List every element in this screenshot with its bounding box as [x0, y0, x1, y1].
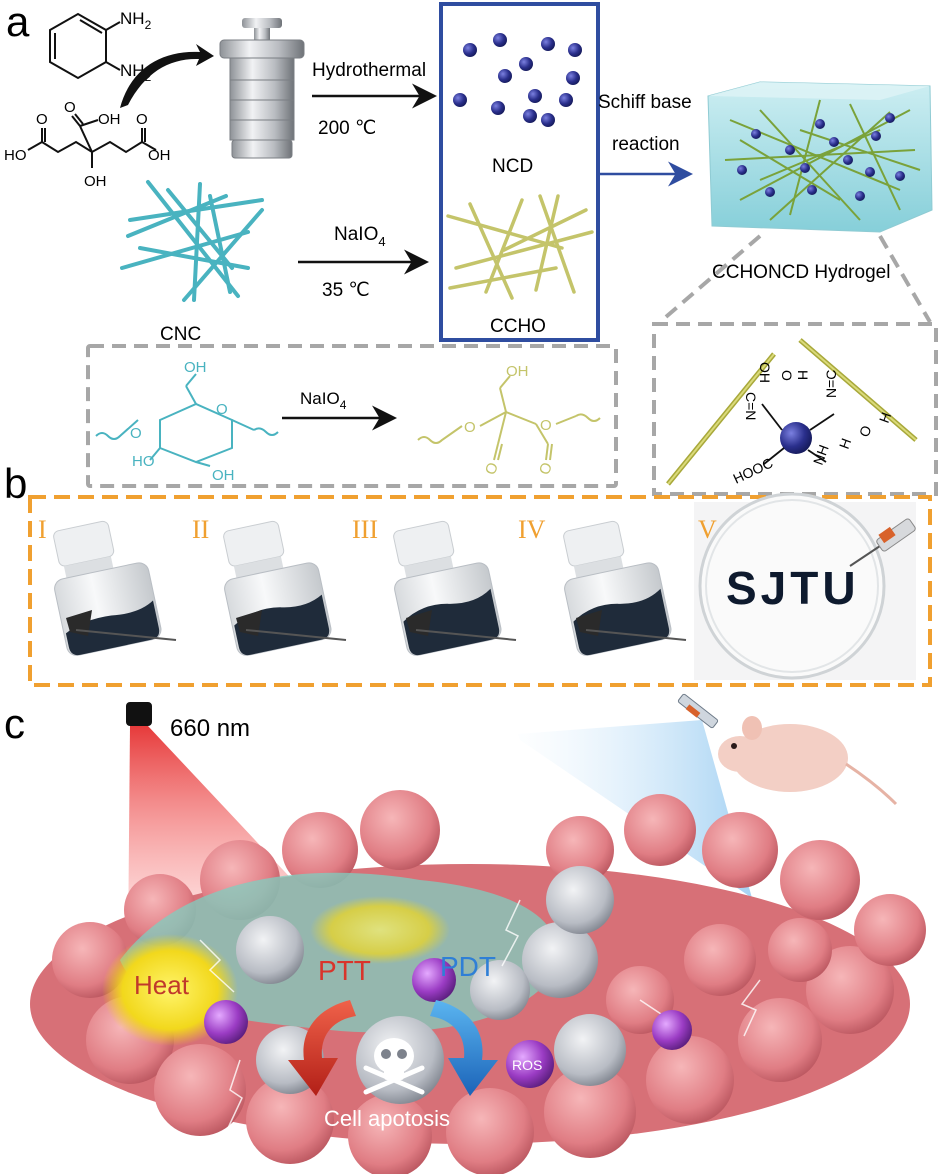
- dialdehyde-unit-structure: [417, 375, 601, 461]
- svg-text:HO: HO: [4, 147, 27, 164]
- vial-1: [53, 520, 177, 656]
- svg-text:O: O: [216, 401, 228, 418]
- panel-label-b: b: [4, 460, 27, 507]
- cnc-label: CNC: [160, 324, 201, 345]
- hydrogel-block: [707, 81, 933, 233]
- dialdehyde-labels: OH O O O O: [464, 363, 556, 477]
- naio4-label: NaIO4: [334, 224, 386, 249]
- hydrothermal-label: Hydrothermal: [312, 60, 426, 81]
- vial-labels: I II III IV: [38, 515, 546, 544]
- svg-text:OH: OH: [148, 147, 171, 164]
- svg-text:OH: OH: [84, 173, 107, 190]
- pdt-arrow: [430, 1000, 498, 1096]
- nh2-label-top: NH2: [120, 9, 152, 32]
- phenylenediamine-structure: NH2 NH2: [49, 9, 152, 84]
- vial-3: [393, 520, 517, 656]
- vial-group: [53, 520, 687, 656]
- oxidation-reagent-label: NaIO4: [300, 389, 347, 412]
- svg-text:HO: HO: [132, 453, 155, 470]
- schiff-base-label: Schiff base: [598, 92, 692, 113]
- svg-text:O: O: [856, 423, 875, 439]
- ptt-label: PTT: [318, 955, 371, 986]
- oxidation-scheme-box: [86, 344, 618, 488]
- svg-text:O: O: [536, 460, 556, 477]
- ros-label: ROS: [512, 1057, 542, 1073]
- ccho-label: CCHO: [490, 316, 546, 337]
- svg-text:I: I: [38, 515, 47, 544]
- bond-labels: OH O H C=N N=C HOOC NH H O H: [731, 362, 895, 487]
- svg-text:O: O: [464, 419, 476, 436]
- citric-acid-labels: O OH HO OH OH O O: [4, 99, 171, 190]
- svg-text:O: O: [540, 417, 552, 434]
- svg-text:O: O: [136, 111, 148, 128]
- panel-label-a: a: [6, 0, 30, 45]
- mouse-syringe-icon: [677, 693, 719, 729]
- svg-text:IV: IV: [518, 515, 546, 544]
- glucose-labels: OH O O HO OH: [130, 359, 235, 484]
- svg-text:O: O: [130, 425, 142, 442]
- ncd-label: NCD: [492, 156, 533, 177]
- mouse-icon: [718, 716, 898, 806]
- svg-text:II: II: [192, 515, 209, 544]
- reaction-label: reaction: [612, 134, 680, 155]
- svg-text:O: O: [64, 99, 76, 116]
- svg-text:C=N: C=N: [743, 392, 759, 420]
- svg-text:OH: OH: [506, 363, 529, 380]
- temperature-200-label: 200 ℃: [318, 118, 376, 139]
- cnc-crystals: [120, 180, 264, 302]
- vial-2: [223, 520, 347, 656]
- vial-4: [563, 520, 687, 656]
- laser-wavelength-label: 660 nm: [170, 715, 250, 742]
- cell-apoptosis-label: Cell apotosis: [324, 1106, 450, 1131]
- zoom-lines: [658, 234, 932, 324]
- hydrothermal-autoclave: [219, 18, 305, 159]
- temperature-35-label: 35 ℃: [322, 280, 370, 301]
- svg-text:OH: OH: [757, 362, 773, 383]
- svg-text:O: O: [482, 460, 502, 477]
- ptt-arrow: [288, 1000, 356, 1096]
- pdt-label: PDT: [440, 951, 496, 982]
- bond-detail-box: [652, 322, 938, 496]
- tumor-tissue: [30, 790, 926, 1174]
- hydrogel-label: CCHONCD Hydrogel: [712, 262, 890, 283]
- heat-label: Heat: [134, 970, 190, 1000]
- svg-text:O: O: [36, 111, 48, 128]
- laser-source: [126, 702, 152, 726]
- svg-text:H: H: [795, 370, 811, 380]
- sjtu-hydrogel-writing: SJTU: [726, 562, 860, 614]
- ccho-crystals: [446, 194, 594, 300]
- svg-text:III: III: [352, 515, 378, 544]
- panel-label-c: c: [4, 700, 25, 747]
- dish-label: V: [698, 515, 717, 544]
- syringe-icon: [849, 518, 916, 567]
- petri-dish: [698, 492, 886, 680]
- svg-text:OH: OH: [212, 467, 235, 484]
- svg-text:NH: NH: [810, 443, 832, 467]
- svg-text:OH: OH: [184, 359, 207, 376]
- curved-arrow-icon: [120, 44, 214, 108]
- svg-text:OH: OH: [98, 111, 121, 128]
- svg-text:O: O: [779, 370, 795, 381]
- ncd-particles: [453, 33, 582, 127]
- glucose-unit-structure: [95, 373, 279, 467]
- bond-detail-structure: [666, 338, 918, 486]
- skull-crossbones-icon: [363, 1038, 425, 1095]
- svg-text:N=C: N=C: [823, 370, 839, 398]
- citric-acid-structure: [27, 113, 157, 168]
